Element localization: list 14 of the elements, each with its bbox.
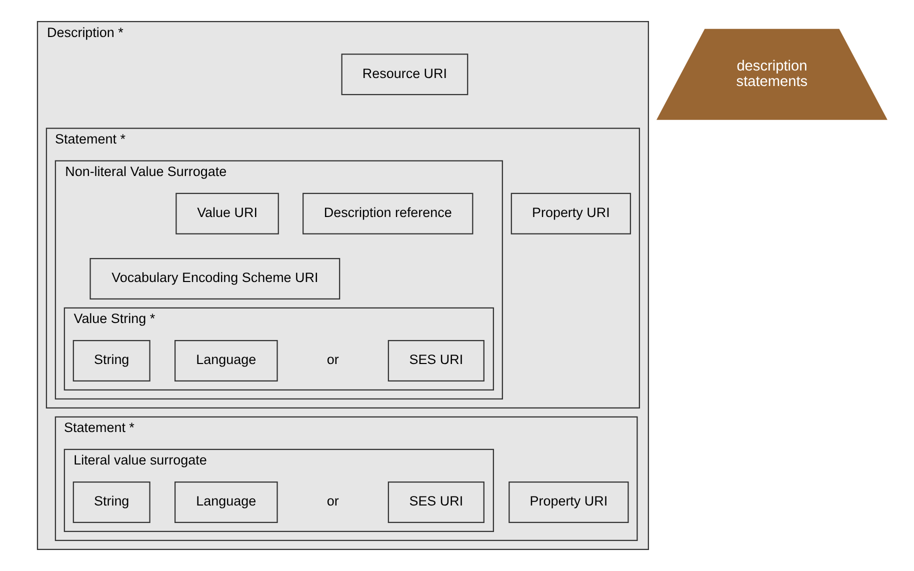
node-box: Description reference	[302, 192, 473, 234]
node-box: Value URI	[175, 192, 278, 234]
label: or	[326, 352, 338, 368]
node-box: Language	[174, 481, 278, 524]
label: or	[326, 494, 338, 509]
node-box: SES URI	[387, 340, 484, 382]
node-box: Language	[174, 340, 278, 382]
node-box: SES URI	[387, 481, 484, 524]
node-box: String	[72, 481, 150, 524]
node-box: String	[72, 340, 150, 382]
node-box: Property URI	[510, 192, 631, 234]
node-box: Property URI	[508, 481, 628, 524]
node-box: Resource URI	[340, 54, 468, 96]
node-box: Vocabulary Encoding Scheme URI	[89, 258, 340, 300]
